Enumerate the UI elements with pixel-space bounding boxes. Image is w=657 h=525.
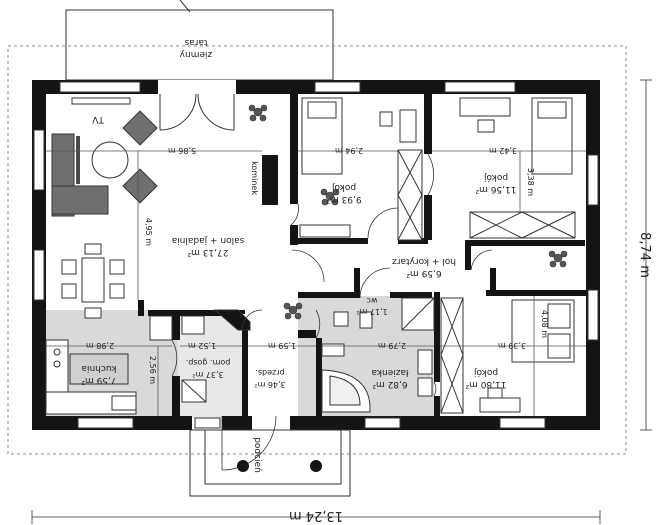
kuchnia-name: kuchnia — [81, 363, 116, 373]
salon-name: salon + jadalnia — [172, 235, 245, 245]
kitchen-island — [69, 353, 129, 385]
roof-outline — [7, 45, 627, 455]
dim-pokoj-mid-width: 2,94 m — [335, 146, 363, 155]
bathroom-fixtures — [321, 297, 435, 413]
lazienka-area: 6,82 m² — [372, 379, 408, 389]
dim-pokoj-se-width: 3,39 m — [498, 341, 526, 350]
salon-area: 27,13 m² — [187, 247, 228, 257]
windows — [33, 81, 599, 429]
plants — [248, 104, 568, 320]
dining-set — [61, 243, 125, 319]
bedroom-furniture — [299, 97, 521, 413]
terrace-door — [158, 80, 236, 131]
armchair — [122, 168, 158, 204]
plant-icon — [320, 188, 340, 206]
porch-column — [310, 460, 322, 472]
porch — [189, 429, 351, 497]
lazienka-name: łazienka — [371, 367, 408, 377]
terrace-name: taras — [184, 37, 207, 47]
pokoj-mid-name: pokój — [332, 182, 356, 193]
dim-pokoj-se-depth: 4,08 m — [540, 310, 549, 338]
pom-gosp-name: pom. gosp. — [186, 358, 231, 367]
dimension-lines — [31, 79, 652, 524]
dim-lazienka-width: 2,79 m — [378, 341, 406, 350]
coffee-table — [91, 141, 129, 179]
dim-przeds-width: 1,59 m — [268, 341, 296, 350]
chimney — [262, 155, 278, 205]
pokoj-se-name: pokój — [474, 367, 498, 378]
chimney-label: kominek — [250, 161, 259, 195]
dim-total-width: 13,24 m — [289, 508, 343, 523]
dimension-labels: 5,86 m 2,94 m 3,42 m 4,95 m 3,38 m 2,98 … — [86, 146, 652, 523]
wc-name: wc — [367, 296, 378, 305]
dim-kuchnia-depth: 2,56 m — [148, 356, 157, 384]
tv-cabinet — [71, 97, 131, 105]
dim-salon-width: 5,86 m — [168, 146, 196, 155]
dim-pokoj-ne-depth: 3,38 m — [526, 168, 535, 196]
plant-icon — [283, 302, 303, 320]
wardrobes — [397, 149, 576, 414]
room-labels: salon + jadalnia 27,13 m² pokój 9,93 m² … — [81, 172, 517, 389]
doors — [171, 153, 493, 471]
pokoj-se-area: 11,80 m² — [465, 379, 506, 389]
dim-kuchnia-width: 2,98 m — [86, 341, 114, 350]
plant-icon — [248, 104, 268, 122]
terrace-label: taras ziemny — [179, 37, 212, 59]
hol-area: 6,59 m² — [406, 268, 442, 278]
utility-units — [149, 309, 251, 403]
beds — [301, 97, 575, 363]
dim-salon-depth: 4,95 m — [144, 218, 153, 246]
dim-total-depth: 8,74 m — [637, 232, 652, 278]
pokoj-ne-area: 11,56 m² — [475, 184, 516, 194]
dim-pokoj-ne-width: 3,42 m — [489, 146, 517, 155]
pokoj-mid-area: 9,93 m² — [326, 194, 362, 204]
plant-icon — [548, 250, 568, 268]
kitchen-units — [45, 339, 137, 415]
hol-name: hol + korytarz — [392, 256, 456, 266]
armchair — [122, 110, 158, 146]
wc-area: 1,17 m² — [356, 307, 387, 316]
dim-pom-width: 1,52 m — [188, 341, 216, 350]
kuchnia-area: 7,59 m² — [81, 375, 117, 385]
pom-gosp-area: 3,37 m² — [192, 370, 223, 379]
tv-label: TV — [91, 114, 104, 124]
przeds-area: 3,46 m² — [254, 380, 285, 389]
interior-walls — [138, 94, 586, 418]
terrace-sub: ziemny — [179, 49, 212, 59]
przeds-name: przeds. — [255, 368, 284, 377]
porch-column — [237, 460, 249, 472]
porch-label: podcień — [252, 437, 262, 473]
pokoj-ne-name: pokój — [484, 172, 508, 183]
